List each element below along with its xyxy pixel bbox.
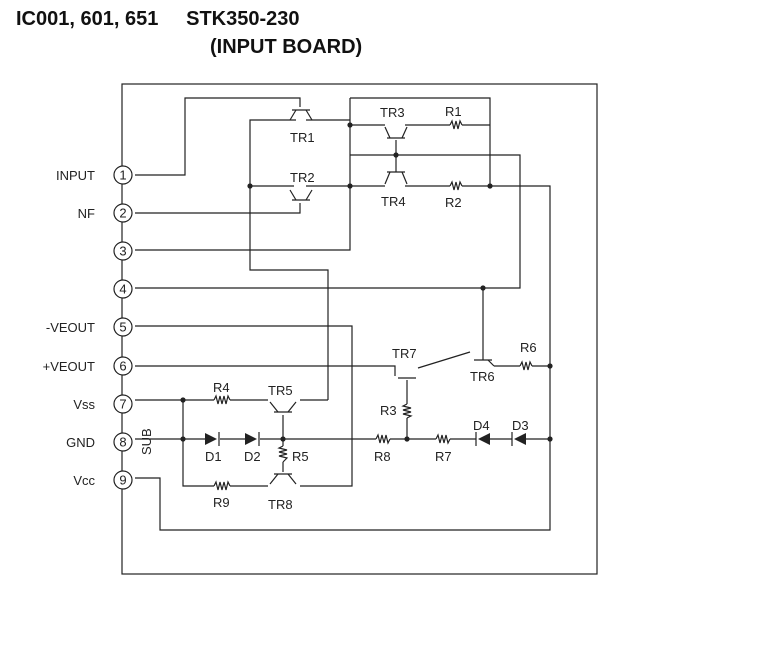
pin-6-label: +VEOUT — [43, 359, 95, 374]
label-r5: R5 — [292, 449, 309, 464]
pin-3-circle — [113, 241, 133, 261]
label-tr5: TR5 — [268, 383, 293, 398]
label-tr3: TR3 — [380, 105, 405, 120]
title-line-1: IC001, 601, 651 STK350-230 — [16, 8, 300, 30]
pin-9-circle — [113, 470, 133, 490]
pin-4-number: 4 — [119, 282, 126, 297]
label-tr4: TR4 — [381, 194, 406, 209]
resistor-symbols — [213, 119, 533, 491]
pin-8-label: GND — [66, 435, 95, 450]
pin-5-number: 5 — [119, 320, 126, 335]
pin-6-circle — [113, 356, 133, 376]
pin-8-number: 8 — [119, 435, 126, 450]
label-r4: R4 — [213, 380, 230, 395]
label-tr1: TR1 — [290, 130, 315, 145]
label-r6: R6 — [520, 340, 537, 355]
pin-1-circle — [113, 165, 133, 185]
label-r1: R1 — [445, 104, 462, 119]
pin-5-label: -VEOUT — [46, 320, 95, 335]
pins: 1 INPUT 2 NF 3 4 5 -VEOUT 6 +VEOUT 7 Vss 8 GND 9 Vcc — [43, 165, 133, 490]
label-r3: R3 — [380, 403, 397, 418]
pin-7-number: 7 — [119, 397, 126, 412]
pin-1-label: INPUT — [56, 168, 95, 183]
diode-symbols — [205, 432, 526, 446]
wires — [135, 97, 551, 531]
pin-2-circle — [113, 203, 133, 223]
label-tr7: TR7 — [392, 346, 417, 361]
pin-8-circle — [113, 432, 133, 452]
junction-dots — [180, 122, 553, 442]
pin-1-number: 1 — [119, 168, 126, 183]
pin-7-label: Vss — [73, 397, 95, 412]
pin-6-number: 6 — [119, 359, 126, 374]
label-r9: R9 — [213, 495, 230, 510]
package-outline — [121, 83, 598, 575]
pin-3-number: 3 — [119, 244, 126, 259]
label-tr2: TR2 — [290, 170, 315, 185]
transistor-symbols — [269, 109, 495, 485]
label-d1: D1 — [205, 449, 222, 464]
label-d3: D3 — [512, 418, 529, 433]
label-tr6: TR6 — [470, 369, 495, 384]
label-r8: R8 — [374, 449, 391, 464]
label-d4: D4 — [473, 418, 490, 433]
label-tr8: TR8 — [268, 497, 293, 512]
component-labels: TR1 TR2 TR3 TR4 TR5 TR6 TR7 TR8 R1 R2 R3… — [139, 104, 537, 512]
pin-7-circle — [113, 394, 133, 414]
pin-4-circle — [113, 279, 133, 299]
title-line-2: (INPUT BOARD) — [210, 36, 363, 58]
pin-2-number: 2 — [119, 206, 126, 221]
pin-2-label: NF — [78, 206, 95, 221]
pin-9-label: Vcc — [73, 473, 95, 488]
label-sub: SUB — [139, 428, 154, 455]
pin-9-number: 9 — [119, 473, 126, 488]
pin-5-circle — [113, 317, 133, 337]
label-r2: R2 — [445, 195, 462, 210]
label-r7: R7 — [435, 449, 452, 464]
label-d2: D2 — [244, 449, 261, 464]
